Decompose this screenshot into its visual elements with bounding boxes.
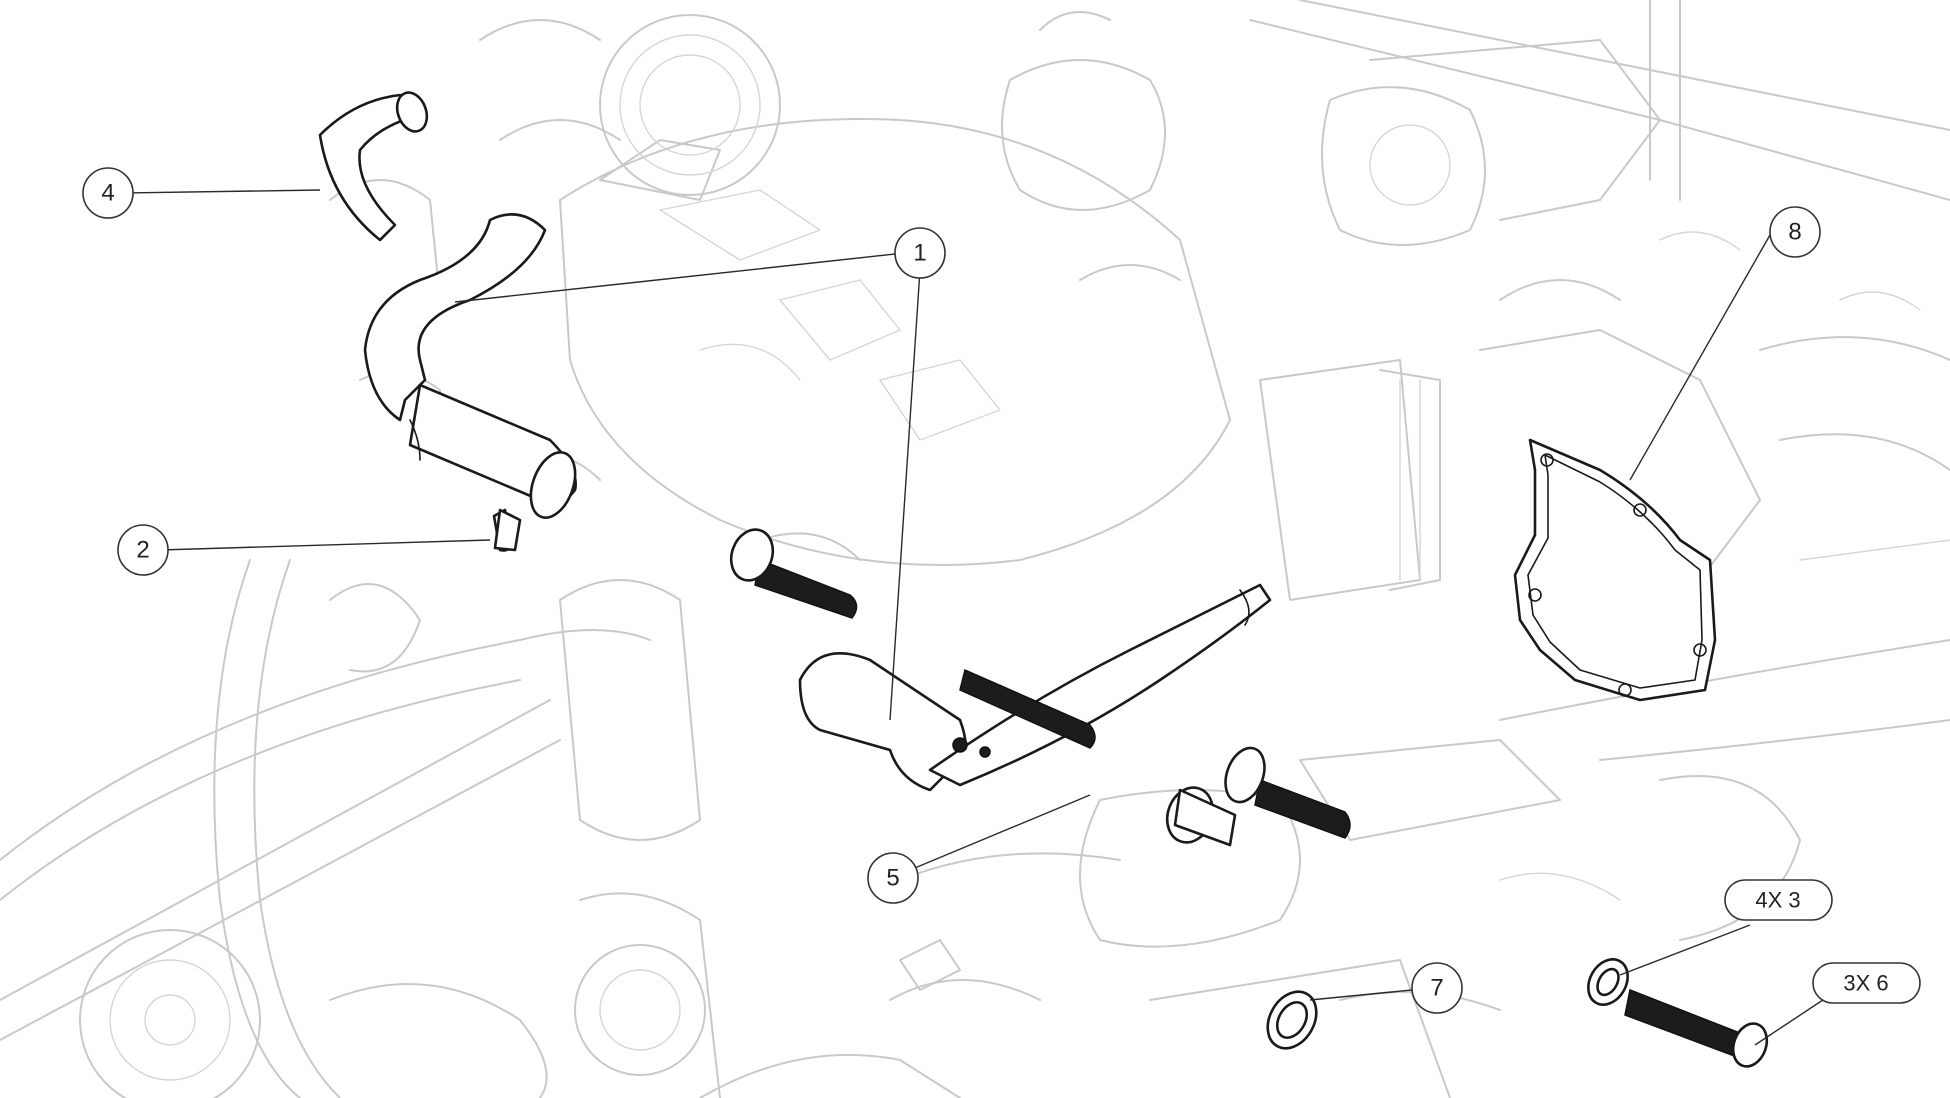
callout-8: 8	[1769, 206, 1821, 258]
part-1-lower-pipe	[798, 583, 1272, 792]
callout-7-label: 7	[1430, 975, 1443, 1002]
part-2-stub-pipe	[493, 508, 522, 552]
callout-4: 4	[82, 167, 134, 219]
part-5-fittings	[729, 528, 1769, 1068]
callout-8-label: 8	[1788, 219, 1801, 246]
leader-lines	[124, 189, 1839, 1046]
callout-2: 2	[117, 524, 169, 576]
callout-5-label: 5	[886, 865, 899, 892]
part-8-gasket	[1513, 438, 1717, 702]
callout-4-label: 4	[101, 180, 114, 207]
part-4-bent-hose	[318, 91, 429, 242]
part-7-washer	[1266, 958, 1629, 1050]
quantity-3x6-text: 3X 6	[1843, 971, 1888, 996]
quantity-label-4x3: 4X 3	[1724, 879, 1833, 921]
callout-1: 1	[894, 227, 946, 279]
callout-5: 5	[867, 852, 919, 904]
callout-7: 7	[1411, 962, 1463, 1014]
part-1-upper-hose	[363, 213, 577, 552]
callout-2-label: 2	[136, 537, 149, 564]
callout-1-label: 1	[913, 240, 926, 267]
quantity-label-3x6: 3X 6	[1812, 962, 1921, 1004]
quantity-4x3-text: 4X 3	[1755, 888, 1800, 913]
